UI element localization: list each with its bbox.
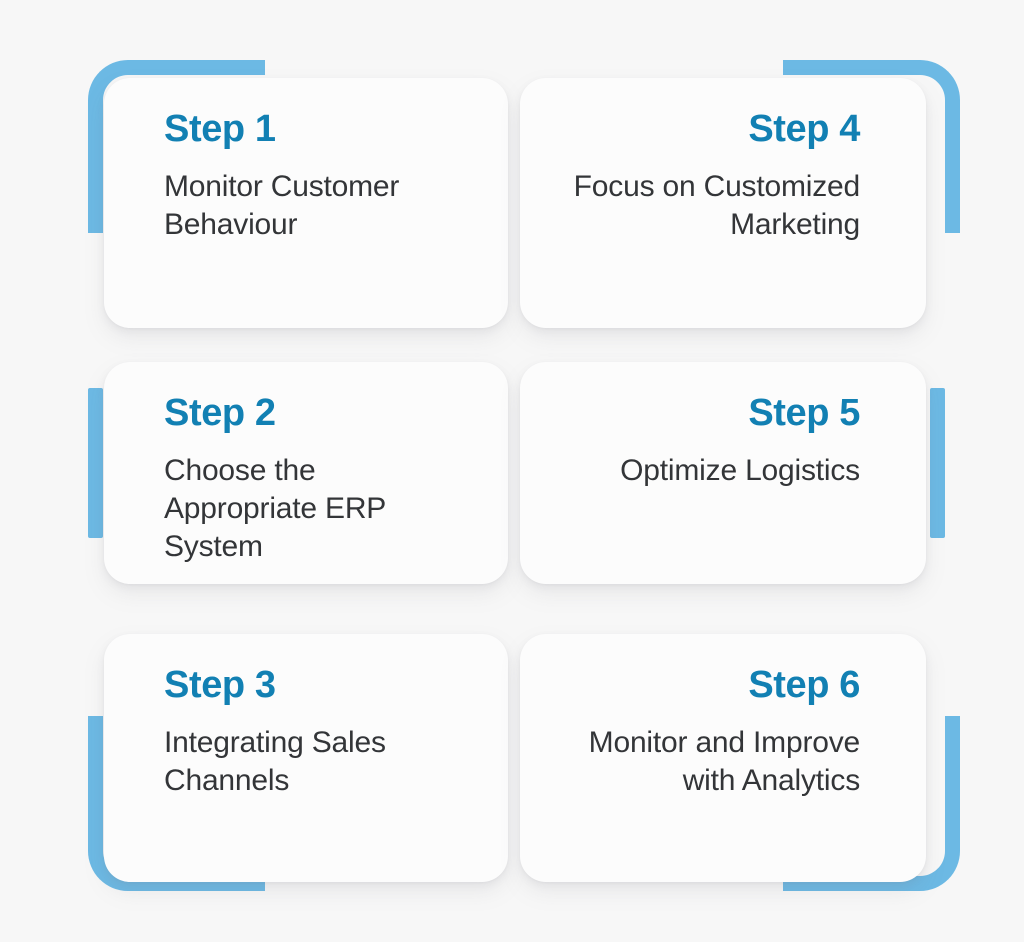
step-card-3: Step 3 Integrating Sales Channels bbox=[104, 634, 508, 882]
step-card-6-title: Step 6 bbox=[748, 664, 860, 706]
step-card-4-title: Step 4 bbox=[748, 108, 860, 150]
step-card-2: Step 2 Choose the Appropriate ERP System bbox=[104, 362, 508, 584]
step-card-3-description: Integrating Sales Channels bbox=[164, 726, 386, 797]
step-card-2-description: Choose the Appropriate ERP System bbox=[164, 454, 386, 563]
step-card-1-description: Monitor Customer Behaviour bbox=[164, 170, 400, 241]
step-card-6-content: Step 6 Monitor and Improve with Analytic… bbox=[520, 634, 926, 800]
step-card-3-content: Step 3 Integrating Sales Channels bbox=[104, 634, 508, 800]
step-card-1-title: Step 1 bbox=[164, 108, 276, 150]
accent-bar-right-step-5 bbox=[930, 388, 945, 538]
step-card-6-description: Monitor and Improve with Analytics bbox=[588, 726, 861, 797]
step-card-2-title: Step 2 bbox=[164, 392, 276, 434]
step-card-4-content: Step 4 Focus on Customized Marketing bbox=[520, 78, 926, 244]
step-card-5-description: Optimize Logistics bbox=[620, 454, 860, 487]
accent-bar-left-step-2 bbox=[88, 388, 103, 538]
step-card-6: Step 6 Monitor and Improve with Analytic… bbox=[520, 634, 926, 882]
step-card-4: Step 4 Focus on Customized Marketing bbox=[520, 78, 926, 328]
step-card-1: Step 1 Monitor Customer Behaviour bbox=[104, 78, 508, 328]
step-card-4-description: Focus on Customized Marketing bbox=[573, 170, 861, 241]
step-card-3-title: Step 3 bbox=[164, 664, 276, 706]
step-card-2-content: Step 2 Choose the Appropriate ERP System bbox=[104, 362, 508, 566]
step-card-5-title: Step 5 bbox=[748, 392, 860, 434]
step-card-5: Step 5 Optimize Logistics bbox=[520, 362, 926, 584]
step-card-1-content: Step 1 Monitor Customer Behaviour bbox=[104, 78, 508, 244]
step-card-5-content: Step 5 Optimize Logistics bbox=[520, 362, 926, 490]
